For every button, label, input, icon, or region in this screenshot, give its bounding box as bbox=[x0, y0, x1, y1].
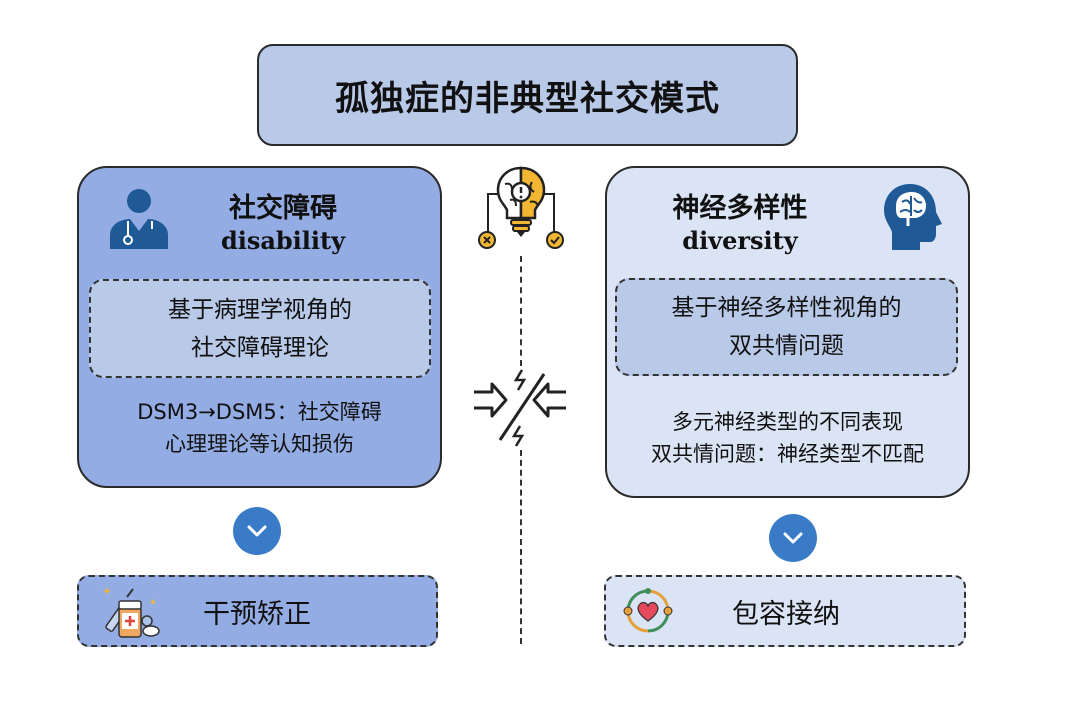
diversity-heading-zh: 神经多样性 bbox=[672, 193, 808, 224]
intervention-box: 干预矫正 bbox=[77, 575, 438, 647]
pathology-view-box: 基于病理学视角的 社交障碍理论 bbox=[89, 279, 431, 378]
diagram-title: 孤独症的非典型社交模式 bbox=[257, 44, 798, 146]
disability-note-line2: 心理理论等认知损伤 bbox=[165, 432, 354, 456]
diversity-heading-en: diversity bbox=[682, 226, 798, 255]
disability-note: DSM3→DSM5：社交障碍 心理理论等认知损伤 bbox=[77, 396, 442, 460]
inclusion-box: 包容接纳 bbox=[604, 575, 966, 647]
center-divider-top bbox=[520, 256, 522, 366]
pathology-view-line2: 社交障碍理论 bbox=[191, 334, 329, 361]
diversity-note-line2: 双共情问题：神经类型不匹配 bbox=[651, 442, 924, 466]
neurodiversity-view-line2: 双共情问题 bbox=[729, 333, 844, 359]
center-divider-bottom bbox=[520, 450, 522, 644]
intervention-label: 干预矫正 bbox=[203, 598, 311, 630]
heart-circle-icon bbox=[623, 588, 673, 633]
brain-head-icon bbox=[884, 184, 942, 250]
diversity-note: 多元神经类型的不同表现 双共情问题：神经类型不匹配 bbox=[605, 406, 970, 470]
pathology-view-line1: 基于病理学视角的 bbox=[168, 296, 352, 323]
medicine-icon bbox=[103, 587, 160, 638]
right-chevron-down-icon bbox=[769, 514, 817, 562]
disability-heading-zh: 社交障碍 bbox=[229, 193, 337, 224]
neurodiversity-view-line1: 基于神经多样性视角的 bbox=[671, 295, 902, 321]
brain-bulb-icon bbox=[478, 166, 564, 249]
disability-note-line1: DSM3→DSM5：社交障碍 bbox=[137, 400, 382, 424]
disability-heading-en: disability bbox=[220, 226, 346, 255]
left-chevron-down-icon bbox=[233, 507, 281, 555]
diversity-note-line1: 多元神经类型的不同表现 bbox=[672, 410, 903, 434]
doctor-icon bbox=[110, 189, 168, 249]
neurodiversity-view-box: 基于神经多样性视角的 双共情问题 bbox=[615, 278, 958, 376]
inclusion-label: 包容接纳 bbox=[732, 598, 840, 630]
conflict-arrows-icon bbox=[474, 369, 566, 447]
